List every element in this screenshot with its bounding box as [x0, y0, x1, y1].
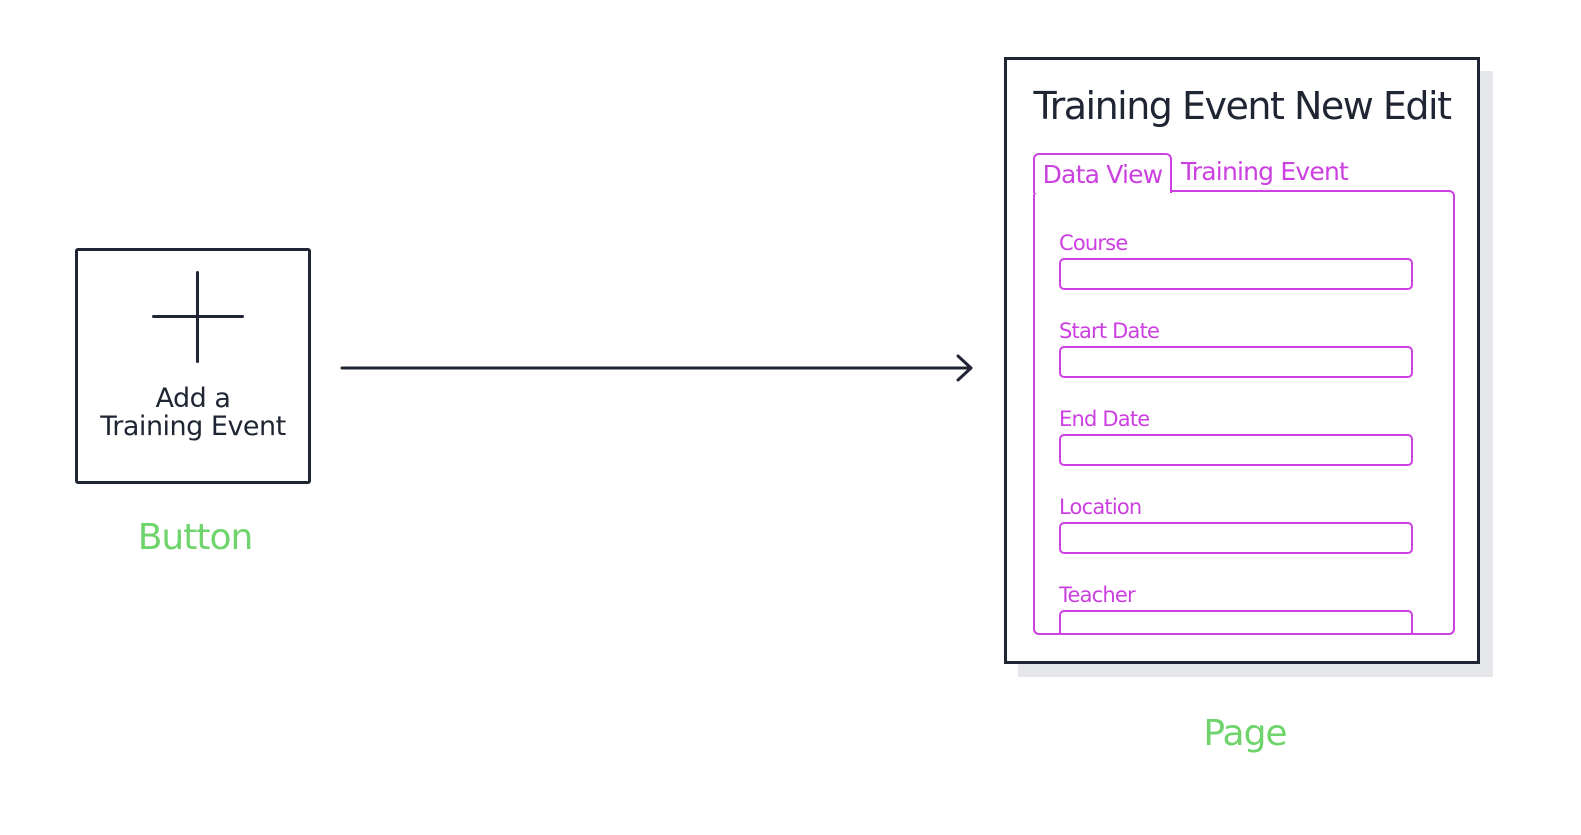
add-training-event-button[interactable]: Add a Training Event	[75, 248, 311, 484]
field-teacher: Teacher	[1059, 582, 1413, 633]
button-label-line-2: Training Event	[100, 411, 286, 442]
location-input[interactable]	[1059, 522, 1413, 554]
tab-data-view[interactable]: Data View	[1033, 153, 1172, 193]
field-label-teacher: Teacher	[1059, 583, 1136, 607]
field-location: Location	[1059, 494, 1413, 554]
field-start-date: Start Date	[1059, 318, 1413, 378]
page-title: Training Event New Edit	[1033, 84, 1452, 128]
arrow-right-icon	[340, 354, 973, 382]
end-date-input[interactable]	[1059, 434, 1413, 466]
teacher-input[interactable]	[1059, 610, 1413, 633]
page-mockup: Training Event New Edit Data View Traini…	[1004, 57, 1480, 664]
button-caption: Button	[137, 517, 254, 558]
field-label-location: Location	[1059, 495, 1142, 519]
course-input[interactable]	[1059, 258, 1413, 290]
tab-training-event[interactable]: Training Event	[1181, 157, 1349, 186]
field-label-course: Course	[1059, 231, 1128, 255]
button-label-line-1: Add a	[155, 383, 231, 414]
plus-icon	[152, 271, 244, 363]
start-date-input[interactable]	[1059, 346, 1413, 378]
button-label: Add a Training Event	[78, 385, 308, 441]
field-end-date: End Date	[1059, 406, 1413, 466]
field-course: Course	[1059, 230, 1413, 290]
tab-panel: Course Start Date End Date Location Teac…	[1033, 190, 1455, 635]
field-label-start-date: Start Date	[1059, 319, 1160, 343]
field-label-end-date: End Date	[1059, 407, 1150, 431]
page-caption: Page	[1203, 713, 1287, 754]
